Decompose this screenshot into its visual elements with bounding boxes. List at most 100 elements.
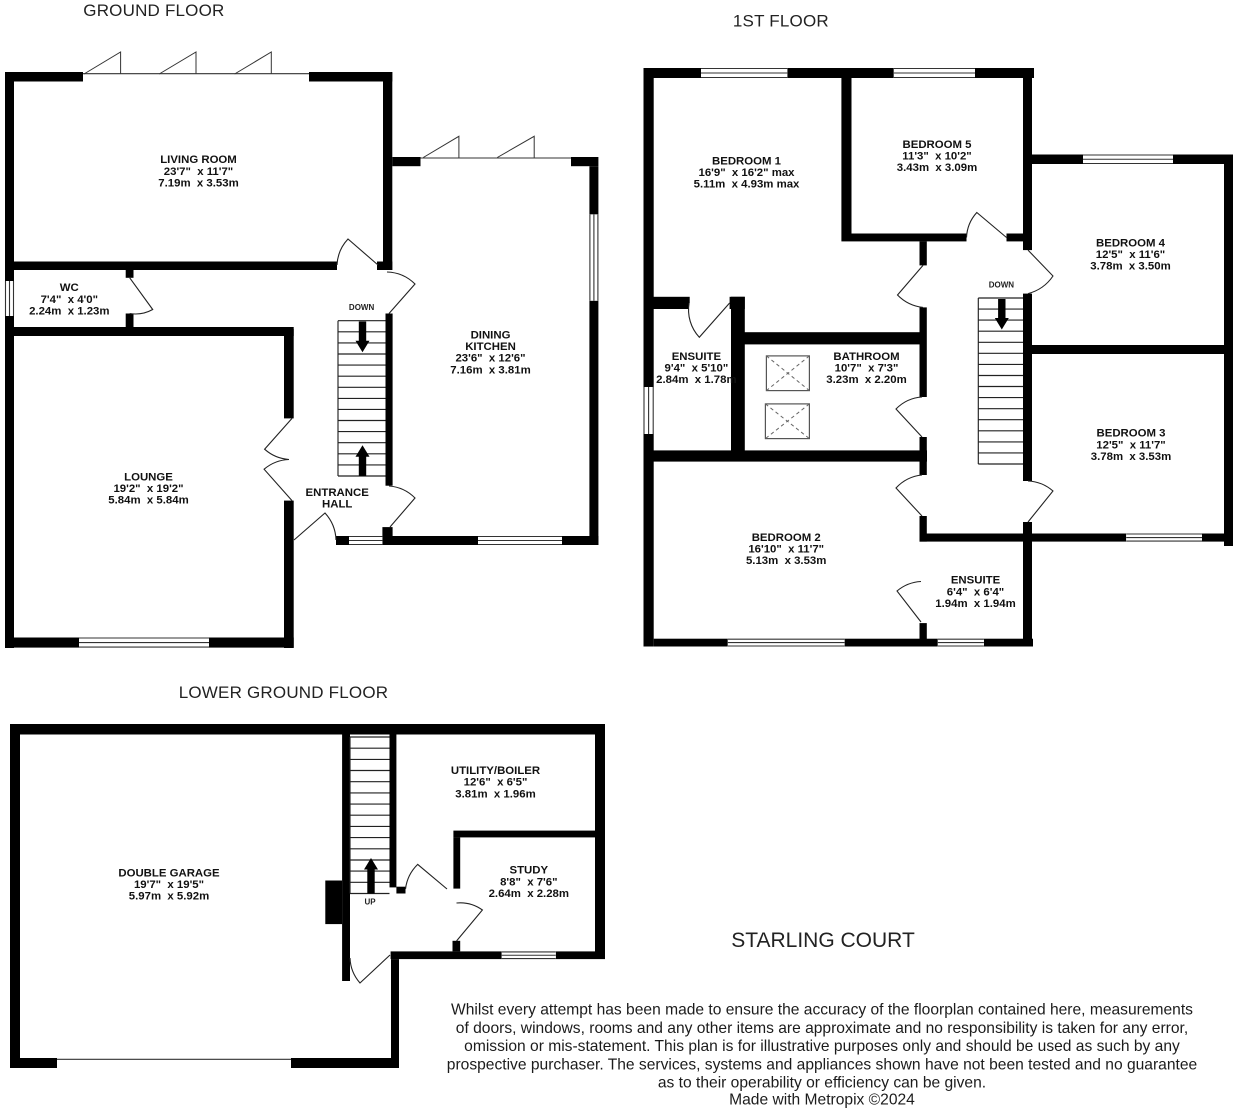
wall-segment	[643, 434, 654, 647]
wall-segment	[919, 516, 927, 542]
front-door-sidelight-lines	[349, 535, 383, 546]
bedroom2-imperial: 16'10" x 11'7"	[748, 544, 824, 556]
lounge-imperial: 19'2" x 19'2"	[113, 483, 183, 495]
wall-segment	[309, 72, 393, 82]
disclaimer-line-3: omission or mis-statement. This plan is …	[464, 1038, 1180, 1055]
bathroom-metric: 3.23m x 2.20m	[826, 374, 906, 386]
wall-segment	[1023, 68, 1032, 251]
ground-floor-stairs	[337, 320, 386, 477]
property-title: STARLING COURT	[731, 929, 915, 952]
disclaimer-line-5: as to their operability or efficiency ca…	[658, 1075, 986, 1092]
wall-segment	[595, 724, 605, 959]
wall-segment	[555, 951, 605, 960]
first-floor-windows	[643, 67, 1202, 647]
wall-segment	[389, 734, 397, 888]
first-floor-stairs	[977, 297, 1023, 465]
bedroom5-imperial: 11'3" x 10'2"	[902, 151, 971, 163]
wall-segment	[325, 880, 343, 925]
wall-segment	[452, 940, 461, 952]
wall-segment	[377, 261, 393, 270]
wall-segment	[209, 637, 294, 648]
bedroom2-window-lines	[727, 638, 845, 647]
lounge-window-lines	[79, 637, 209, 648]
wall-segment	[5, 316, 14, 648]
utility-metric: 3.81m x 1.96m	[455, 788, 535, 800]
wall-segment	[740, 332, 925, 345]
study-window-lines	[501, 951, 556, 960]
window-casement-triangle	[83, 51, 122, 75]
dining-kitchen-label-2: KITCHEN	[465, 341, 516, 353]
window-casement-triangle	[497, 135, 535, 158]
wall-segment	[562, 536, 599, 545]
wall-segment	[396, 886, 406, 894]
ground-floor-doors	[129, 238, 416, 541]
garage-door	[349, 954, 391, 984]
wall-segment	[453, 837, 461, 889]
utility-imperial: 12'6" x 6'5"	[464, 777, 528, 789]
bedroom5-metric: 3.43m x 3.09m	[897, 162, 977, 174]
first-floor-title: 1ST FLOOR	[733, 12, 829, 31]
bedroom1-metric: 5.11m x 4.93m max	[694, 179, 800, 191]
wall-segment	[919, 307, 927, 397]
ensuite2-door	[896, 580, 922, 623]
wall-segment	[851, 233, 967, 242]
wall-segment	[385, 313, 393, 486]
wall-segment	[382, 527, 393, 545]
wall-segment	[653, 638, 728, 647]
utility-door	[404, 863, 448, 890]
living-room-door	[336, 238, 379, 266]
lower-stair-label: UP	[364, 897, 376, 906]
footer-text: STARLING COURT Whilst every attempt has b…	[447, 929, 1197, 1109]
disclaimer-line-4: prospective purchaser. The services, sys…	[447, 1056, 1197, 1073]
living-room-imperial: 23'7" x 11'7"	[164, 166, 233, 178]
bedroom1-label: BEDROOM 1	[712, 155, 782, 167]
wall-segment	[919, 623, 927, 647]
wc-metric: 2.24m x 1.23m	[29, 305, 109, 317]
bedroom3-label: BEDROOM 3	[1097, 428, 1166, 440]
wall-segment	[284, 500, 294, 648]
wall-segment	[919, 533, 1127, 542]
wall-segment	[390, 951, 502, 960]
bedroom3-imperial: 12'5" x 11'7"	[1096, 439, 1165, 451]
wall-segment	[10, 724, 605, 735]
wall-segment	[643, 296, 690, 309]
ensuite2-window-lines	[937, 638, 984, 647]
wall-segment	[5, 637, 79, 648]
lower-ground-stairs	[349, 736, 390, 895]
window-casement-triangle	[423, 135, 460, 158]
bathroom-label: BATHROOM	[833, 351, 899, 363]
ensuite2-label: ENSUITE	[951, 575, 1001, 587]
lower-ground-title: LOWER GROUND FLOOR	[179, 683, 389, 702]
wall-segment	[383, 72, 393, 270]
wall-segment	[1032, 345, 1224, 354]
wall-segment	[1006, 233, 1025, 242]
window-casement-triangle	[158, 51, 197, 75]
living-room-label: LIVING ROOM	[160, 154, 237, 166]
lounge-french-door-lower	[263, 458, 293, 501]
disclaimer-line-1: Whilst every attempt has been made to en…	[451, 1002, 1193, 1019]
shower-tray-1	[765, 355, 811, 392]
wc-label: WC	[60, 282, 79, 294]
window-casement-triangle	[234, 51, 272, 75]
credit-line: Made with Metropix ©2024	[729, 1092, 915, 1109]
bedroom2-metric: 5.13m x 3.53m	[746, 555, 826, 567]
lounge-metric: 5.84m x 5.84m	[108, 495, 188, 507]
ground-stair-label: DOWN	[349, 303, 375, 312]
entrance-hall-label-2: HALL	[322, 498, 352, 510]
bedroom3-metric: 3.78m x 3.53m	[1091, 451, 1171, 463]
wall-segment	[643, 68, 701, 78]
double-garage-metric: 5.97m x 5.92m	[129, 891, 209, 903]
wall-segment	[919, 241, 927, 266]
shower-tray-2	[764, 403, 811, 440]
wall-segment	[382, 536, 478, 545]
wall-segment	[589, 300, 599, 545]
wall-segment	[975, 68, 1034, 78]
ground-floor-title: GROUND FLOOR	[83, 1, 224, 20]
wall-segment	[336, 536, 349, 545]
living-room-metric: 7.19m x 3.53m	[158, 177, 238, 189]
dining-kitchen-window-lines	[589, 214, 599, 301]
